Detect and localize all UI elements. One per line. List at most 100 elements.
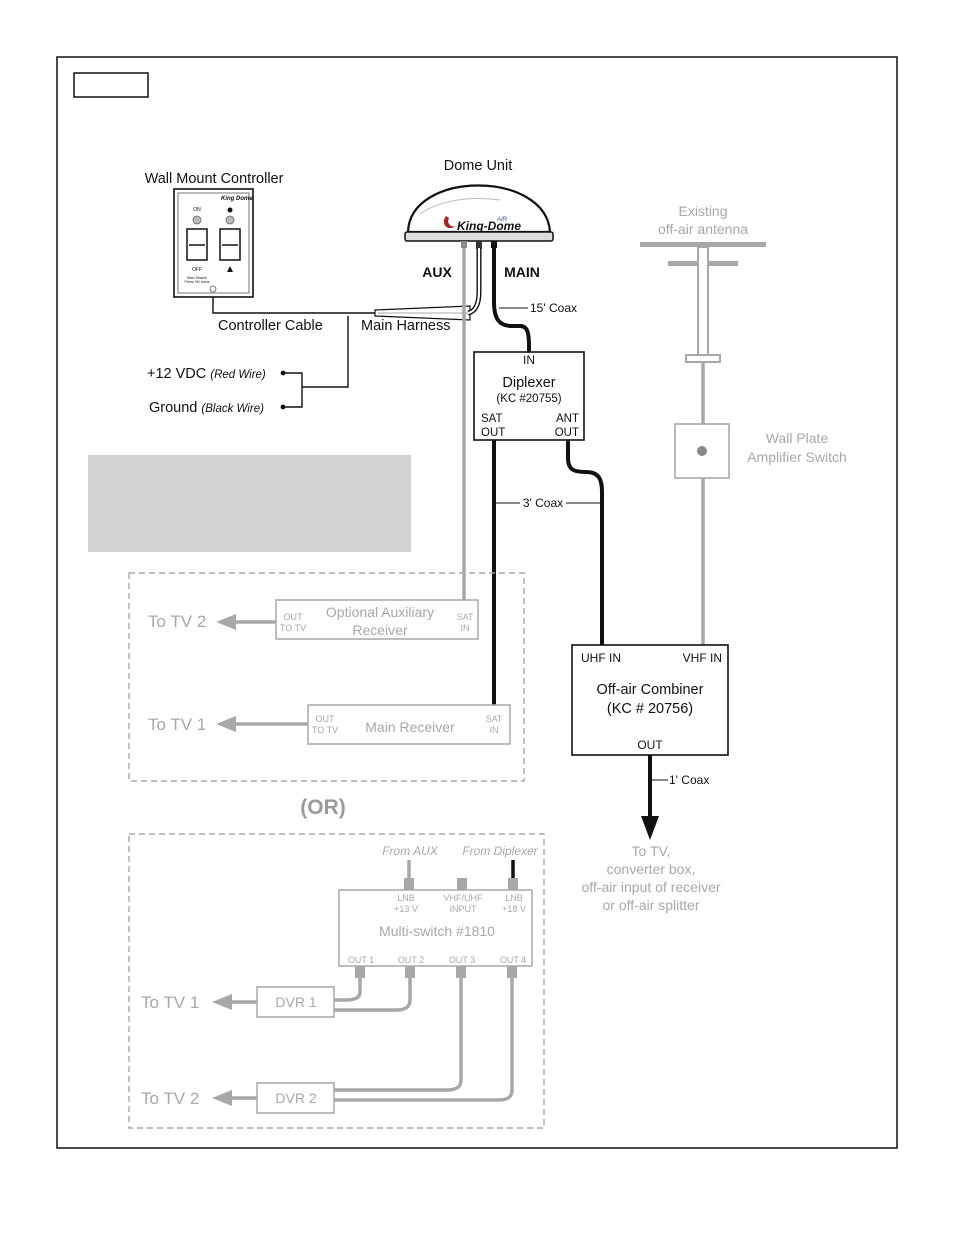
lnb-13-label-2: +13 V <box>394 904 418 914</box>
aux-out-label-1: OUT <box>284 612 304 622</box>
sat-out-label-1: SAT <box>481 413 503 425</box>
dvr2-label: DVR 2 <box>275 1090 316 1106</box>
to-tv-note-1: To TV, <box>632 843 671 859</box>
main-out-label-1: OUT <box>316 714 336 724</box>
red-wire-terminal <box>280 370 286 376</box>
down-arrow-icon <box>641 816 659 840</box>
dome-brand: King-Dome <box>457 219 521 233</box>
coax-1-label: 1' Coax <box>669 773 709 787</box>
main-coax-15ft <box>492 248 531 352</box>
combiner-title: Off-air Combiner <box>597 682 704 698</box>
option-b-to-tv1: To TV 1 <box>141 993 199 1012</box>
antenna-mast <box>697 246 709 358</box>
dome-brand-sup: AIR <box>496 217 508 223</box>
main-in-label-2: IN <box>490 725 499 735</box>
figure-tag-box <box>73 72 149 98</box>
to-tv-note-3: off-air input of receiver <box>581 879 720 895</box>
king-dome-logo-icon <box>443 216 456 229</box>
dome-title: Dome Unit <box>444 158 513 174</box>
option-a-group <box>128 572 525 782</box>
controller-cable-label: Controller Cable <box>218 318 323 334</box>
lnb-18-label-1: LNB <box>505 893 523 903</box>
controller-small-text-1: Start Search <box>187 276 207 280</box>
ant-out-label-1: ANT <box>556 413 579 425</box>
vhf-in-label: VHF IN <box>683 651 722 665</box>
option-b-to-tv2: To TV 2 <box>141 1089 199 1108</box>
diplexer <box>473 351 585 441</box>
option-a-to-tv1: To TV 1 <box>148 715 206 734</box>
aux-in-label-2: IN <box>461 623 470 633</box>
wall-plate-label-2: Amplifier Switch <box>747 449 847 465</box>
controller-on-label: ON <box>193 207 201 213</box>
out1-label: OUT 1 <box>348 955 374 965</box>
main-out-label-2: TO TV <box>312 725 338 735</box>
multi-switch <box>338 889 533 967</box>
antenna-element-top <box>640 242 766 247</box>
led-indicator-3 <box>225 215 235 225</box>
to-tv-note-2: converter box, <box>607 861 696 877</box>
power-ground-label: Ground (Black Wire) <box>149 400 264 416</box>
diplexer-part: (KC #20755) <box>496 393 561 405</box>
combiner-part: (KC # 20756) <box>607 701 693 717</box>
lnb-13-label-1: LNB <box>397 893 415 903</box>
dome-base <box>404 231 554 242</box>
coax-3-label: 3' Coax <box>523 496 563 510</box>
from-aux-label: From AUX <box>382 844 439 858</box>
aux-in-label-1: SAT <box>457 612 474 622</box>
dvr1-arrow-icon <box>212 994 232 1010</box>
lnb-18-label-2: +18 V <box>502 904 526 914</box>
coax-15-label: 15' Coax <box>530 301 577 315</box>
dvr2-arrow-icon <box>212 1090 232 1106</box>
power-split <box>284 372 303 408</box>
multi-switch-title: Multi-switch #1810 <box>379 923 495 939</box>
to-tv-note-4: or off-air splitter <box>603 897 700 913</box>
from-diplexer-label: From Diplexer <box>462 844 538 858</box>
dome-unit <box>406 184 552 234</box>
out2-label: OUT 2 <box>398 955 424 965</box>
main-receiver-title: Main Receiver <box>365 719 455 735</box>
option-a-to-tv2: To TV 2 <box>148 612 206 631</box>
aux-receiver-title-1: Optional Auxiliary <box>326 604 434 620</box>
controller-off-label: OFF <box>192 267 202 273</box>
vhf-uhf-label-1: VHF/UHF <box>444 893 483 903</box>
option-b-group <box>128 833 545 1129</box>
diplexer-title: Diplexer <box>502 375 555 391</box>
black-wire-terminal <box>280 404 286 410</box>
dvr2 <box>256 1082 335 1114</box>
vhf-uhf-label-2: INPUT <box>450 904 478 914</box>
controller-brand: King Dome <box>221 196 253 202</box>
or-label: (OR) <box>300 796 346 819</box>
ant-out-label-2: OUT <box>555 427 579 439</box>
antenna-clamp <box>685 354 721 363</box>
controller-cable <box>212 297 378 314</box>
dvr1-label: DVR 1 <box>275 994 316 1010</box>
led-indicator-1 <box>227 207 233 213</box>
antenna-label-1: Existing <box>678 203 727 219</box>
ant-out-coax <box>566 440 604 645</box>
wall-plate-label-1: Wall Plate <box>766 430 829 446</box>
power-positive-label: +12 VDC (Red Wire) <box>147 366 266 382</box>
led-indicator-2 <box>192 215 202 225</box>
out4-label: OUT 4 <box>500 955 526 965</box>
aux-port-label: AUX <box>422 264 452 280</box>
wall-plate-jack <box>697 446 707 456</box>
power-wire <box>302 316 349 388</box>
to-tv2-arrow-icon <box>216 614 236 630</box>
controller-title: Wall Mount Controller <box>145 171 284 187</box>
combiner-out-label: OUT <box>637 738 663 752</box>
aux-receiver <box>275 599 479 640</box>
controller-small-text-2: Press OK Icons <box>185 280 210 284</box>
note-box <box>88 455 411 552</box>
controller-screw <box>209 285 217 293</box>
diplexer-in-label: IN <box>523 353 535 367</box>
uhf-in-label: UHF IN <box>581 651 621 665</box>
sat-out-label-2: OUT <box>481 427 505 439</box>
page-frame <box>56 56 898 1149</box>
out3-label: OUT 3 <box>449 955 475 965</box>
aux-out-label-2: TO TV <box>280 623 306 633</box>
main-in-label-1: SAT <box>486 714 503 724</box>
main-port-label: MAIN <box>504 264 540 280</box>
aux-receiver-title-2: Receiver <box>352 622 408 638</box>
to-tv1-arrow-icon <box>216 716 236 732</box>
